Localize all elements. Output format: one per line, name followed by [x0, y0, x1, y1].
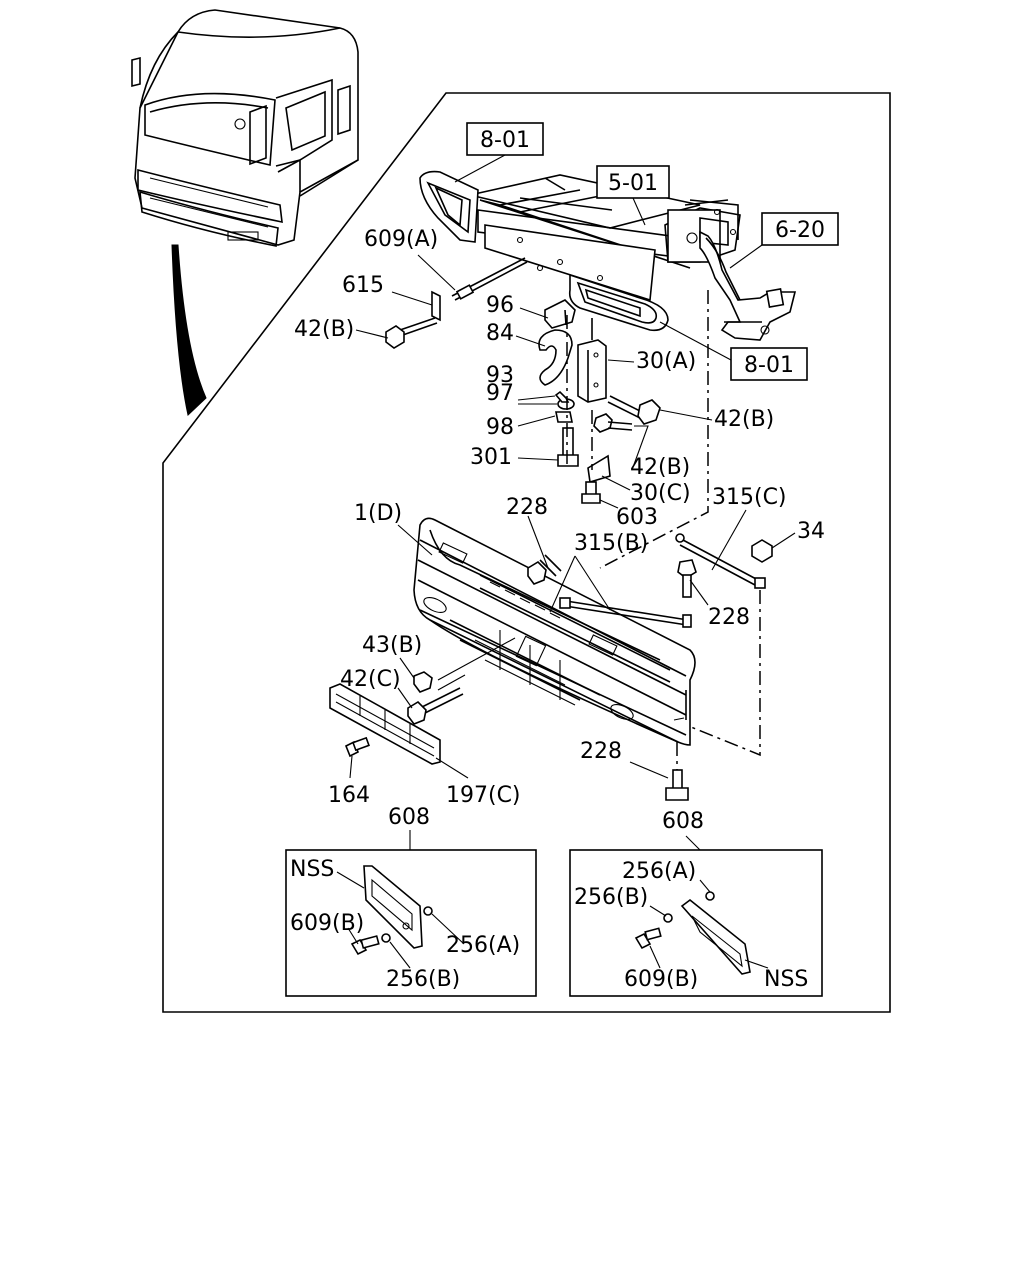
bolt-228-bottom — [665, 769, 689, 801]
inset-right-labels: 256(A) 256(B) 609(B) NSS — [574, 859, 808, 992]
detail-frame — [162, 92, 891, 1013]
rod-609a — [451, 257, 528, 301]
callout-301: 301 — [470, 445, 512, 470]
callout-1d: 1(D) — [354, 501, 402, 526]
bolt-301 — [557, 427, 579, 467]
nut-43b — [413, 671, 433, 693]
callout-93: 93 — [486, 363, 514, 388]
callout-96: 96 — [486, 293, 514, 318]
ref-box-6-20: 6-20 — [761, 212, 839, 246]
ref-box-5-01: 5-01 — [596, 165, 670, 199]
callout-615: 615 — [342, 273, 384, 298]
inset-right-256a: 256(A) — [622, 859, 696, 884]
inset-right-609b: 609(B) — [624, 967, 698, 992]
truck-cab-thumbnail — [131, 9, 359, 247]
bolt-42b-mid — [593, 413, 633, 433]
inset-box-right — [569, 849, 823, 997]
pin-97 — [554, 390, 570, 403]
callout-42b-left: 42(B) — [294, 317, 354, 342]
bolt-42c — [407, 687, 464, 725]
block-30a — [577, 339, 607, 403]
ref-label: 8-01 — [744, 353, 794, 378]
callout-labels: 609(A) 615 42(B) 96 84 30(A) 93 97 98 30… — [294, 227, 825, 834]
rod-315c — [675, 533, 766, 589]
callout-42b-right: 42(B) — [714, 407, 774, 432]
callout-315c: 315(C) — [712, 485, 787, 510]
grille-197c — [329, 683, 441, 765]
inset-right-nss: NSS — [764, 967, 808, 992]
inset-box-left — [285, 849, 537, 997]
inset-left-labels: NSS 609(B) 256(A) 256(B) — [290, 857, 520, 992]
frame-extension-right — [568, 273, 669, 332]
clip-98 — [555, 411, 573, 423]
callout-30c: 30(C) — [630, 481, 691, 506]
bumper-1d — [413, 517, 696, 746]
callout-164: 164 — [328, 783, 370, 808]
ref-box-8-01-bottom: 8-01 — [730, 347, 808, 381]
tow-hook-84 — [538, 329, 573, 386]
callout-609a: 609(A) — [364, 227, 438, 252]
zoom-arrow — [171, 244, 207, 416]
screw-164 — [344, 736, 370, 758]
callout-30a: 30(A) — [636, 349, 696, 374]
inset-left-256b: 256(B) — [386, 967, 460, 992]
callout-315b: 315(B) — [574, 531, 648, 556]
callout-98: 98 — [486, 415, 514, 440]
callout-228-right: 228 — [708, 605, 750, 630]
inset-left-256a: 256(A) — [446, 933, 520, 958]
callout-197c: 197(C) — [446, 783, 521, 808]
ref-label: 6-20 — [775, 218, 825, 243]
bolt-42b-right — [607, 395, 661, 425]
callout-608-right: 608 — [662, 809, 704, 834]
chassis-frame — [469, 174, 741, 302]
bolt-228-top — [527, 554, 562, 585]
nut-34 — [751, 539, 773, 563]
inset-right-256b: 256(B) — [574, 885, 648, 910]
callout-43b: 43(B) — [362, 633, 422, 658]
callout-97-label: 97 — [486, 381, 514, 406]
plate-615 — [431, 290, 441, 322]
callout-84: 84 — [486, 321, 514, 346]
callout-34: 34 — [797, 519, 825, 544]
ref-label: 5-01 — [608, 171, 658, 196]
bracket-30c — [587, 454, 611, 484]
tow-hook-96 — [544, 299, 576, 329]
rod-315b — [559, 597, 692, 628]
callout-603: 603 — [616, 505, 658, 530]
bolt-228-right — [677, 559, 697, 598]
inset-left-609b: 609(B) — [290, 911, 364, 936]
leader-lines — [349, 254, 796, 851]
inset-left-nss: NSS — [290, 857, 334, 882]
bolt-42b-left — [385, 317, 438, 349]
mounting-bracket — [699, 230, 797, 341]
callout-228-bottom: 228 — [580, 739, 622, 764]
callout-42b-mid: 42(B) — [630, 455, 690, 480]
bolt-603 — [581, 481, 601, 504]
callout-42c: 42(C) — [340, 667, 401, 692]
frame-extension-left — [419, 170, 479, 243]
ref-box-8-01-top: 8-01 — [466, 122, 544, 156]
ref-label: 8-01 — [480, 128, 530, 153]
callout-608-left: 608 — [388, 805, 430, 830]
callout-228-top: 228 — [506, 495, 548, 520]
